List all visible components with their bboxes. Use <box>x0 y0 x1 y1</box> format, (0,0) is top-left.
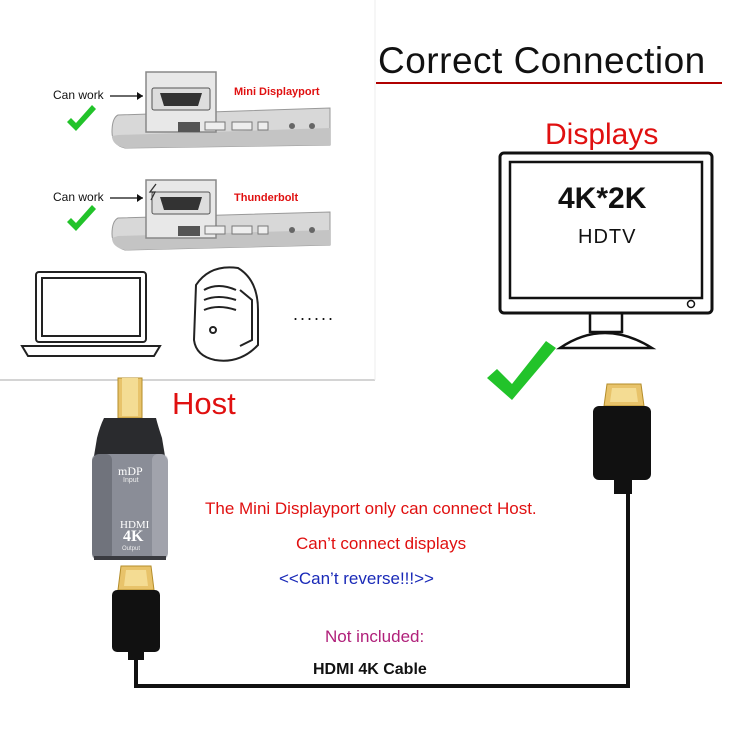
adapter-input-label: mDP <box>118 464 143 478</box>
displays-label: Displays <box>545 118 659 151</box>
ellipsis: ...... <box>293 304 336 324</box>
laptop-side-minidp <box>111 71 331 149</box>
note-host-only: The Mini Displayport only can connect Ho… <box>205 499 537 518</box>
host-label: Host <box>172 386 236 421</box>
port-label-minidp: Mini Displayport <box>234 86 320 98</box>
pc-tower-icon <box>192 266 259 362</box>
laptop-icon <box>20 271 162 357</box>
cable-label: HDMI 4K Cable <box>313 661 427 678</box>
adapter-output-res: 4K <box>123 528 144 545</box>
checkmark-icon <box>67 205 96 231</box>
port-label-thunderbolt: Thunderbolt <box>234 192 299 204</box>
monitor-icon <box>498 151 714 350</box>
laptop-side-thunderbolt <box>111 179 331 251</box>
status-can-work: Can work <box>53 190 104 204</box>
note-no-reverse: <<Can’t reverse!!!>> <box>279 569 434 588</box>
hdmi-cable <box>134 494 630 688</box>
note-not-included: Not included: <box>325 627 425 646</box>
tv-resolution: 4K*2K <box>558 182 647 215</box>
hdmi-plug-small <box>112 565 160 660</box>
title-underline <box>376 82 722 84</box>
adapter-output-sub: Output <box>122 546 141 552</box>
status-can-work: Can work <box>53 88 104 102</box>
hdmi-plug-large <box>593 383 651 494</box>
note-no-displays: Can’t connect displays <box>296 534 467 553</box>
tv-type: HDTV <box>578 226 637 248</box>
page-title: Correct Connection <box>378 40 706 81</box>
checkmark-icon <box>67 105 96 131</box>
adapter-output-label: HDMI <box>120 519 150 531</box>
checkmark-icon <box>487 341 556 400</box>
adapter-input-sub: Input <box>123 477 139 484</box>
adapter-illustration <box>92 377 168 560</box>
